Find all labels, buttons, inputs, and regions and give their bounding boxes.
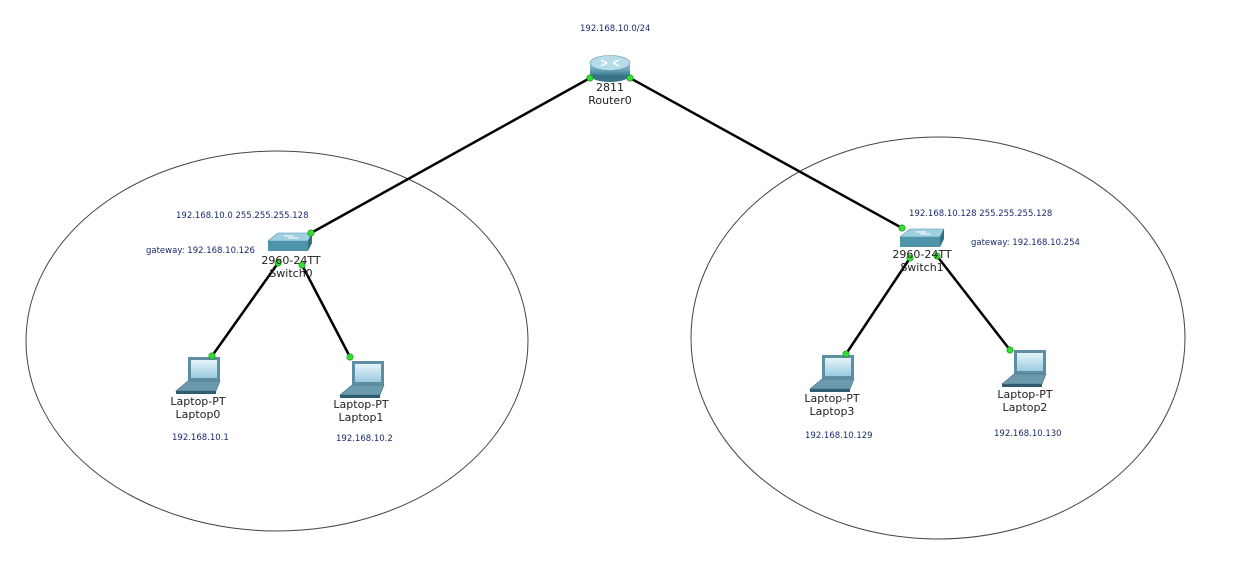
laptop0-name: Laptop0 [175, 408, 221, 421]
router-icon[interactable] [589, 55, 631, 83]
switch1-label: 2960-24TT Switch1 [892, 248, 951, 274]
laptop-icon[interactable] [809, 355, 855, 392]
laptop-icon[interactable] [339, 361, 385, 398]
link-switch1-laptop2[interactable] [935, 254, 1012, 352]
switch-icon[interactable] [899, 228, 945, 247]
port-light [898, 224, 906, 232]
switch1-name: Switch1 [900, 261, 944, 274]
laptop1-name: Laptop1 [338, 411, 384, 424]
port-light [906, 254, 914, 262]
switch1-model: 2960-24TT [892, 248, 952, 261]
port-light [586, 74, 594, 82]
router-model: 2811 [595, 81, 624, 94]
laptop2-label: Laptop-PT Laptop2 [997, 388, 1052, 414]
laptop2-name: Laptop2 [1002, 401, 1048, 414]
port-light [1006, 346, 1014, 354]
laptop0-label: Laptop-PT Laptop0 [170, 395, 225, 421]
switch0-gateway-note[interactable]: gateway: 192.168.10.126 [146, 246, 255, 256]
router-name: Router0 [588, 94, 632, 107]
laptop2-ip-note[interactable]: 192.168.10.130 [994, 429, 1062, 439]
port-light [626, 74, 634, 82]
port-light [274, 259, 282, 267]
right-subnet-area [690, 136, 1186, 540]
laptop0-ip-note[interactable]: 192.168.10.1 [172, 433, 229, 443]
left-subnet-area [25, 150, 529, 532]
laptop-icon[interactable] [175, 357, 221, 394]
switch-icon[interactable] [267, 232, 313, 251]
link-router-switch1[interactable] [628, 76, 904, 230]
laptop0-model: Laptop-PT [170, 395, 226, 408]
port-light [208, 352, 216, 360]
laptop3-name: Laptop3 [809, 405, 855, 418]
port-light [933, 252, 941, 260]
laptop-icon[interactable] [1001, 350, 1047, 387]
laptop1-ip-note[interactable]: 192.168.10.2 [336, 434, 393, 444]
laptop3-model: Laptop-PT [804, 392, 860, 405]
link-switch1-laptop3[interactable] [844, 256, 912, 356]
laptop3-ip-note[interactable]: 192.168.10.129 [805, 431, 873, 441]
port-light [346, 353, 354, 361]
port-light [298, 261, 306, 269]
network-note[interactable]: 192.168.10.0/24 [580, 24, 651, 34]
laptop3-label: Laptop-PT Laptop3 [804, 392, 859, 418]
link-router-switch0[interactable] [309, 76, 592, 235]
laptop2-model: Laptop-PT [997, 388, 1053, 401]
router-label: 2811 Router0 [588, 81, 631, 107]
port-light [307, 229, 315, 237]
switch0-model: 2960-24TT [261, 254, 321, 267]
laptop1-model: Laptop-PT [333, 398, 389, 411]
port-light [842, 350, 850, 358]
switch0-label: 2960-24TT Switch0 [261, 254, 320, 280]
link-switch0-laptop1[interactable] [300, 263, 352, 359]
switch0-subnet-note[interactable]: 192.168.10.0 255.255.255.128 [176, 211, 309, 221]
switch0-name: Switch0 [269, 267, 313, 280]
laptop1-label: Laptop-PT Laptop1 [333, 398, 388, 424]
link-switch0-laptop0[interactable] [210, 261, 280, 358]
switch1-subnet-note[interactable]: 192.168.10.128 255.255.255.128 [909, 209, 1053, 219]
switch1-gateway-note[interactable]: gateway: 192.168.10.254 [971, 238, 1080, 248]
